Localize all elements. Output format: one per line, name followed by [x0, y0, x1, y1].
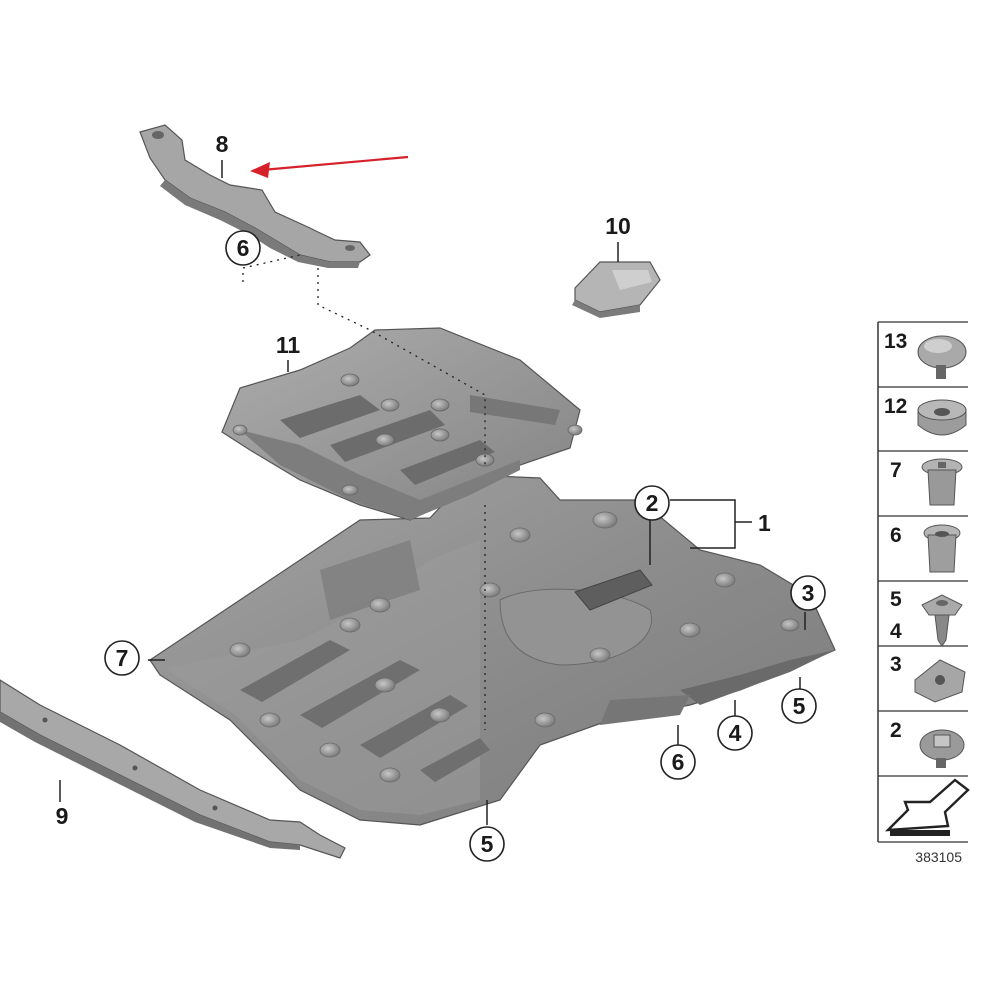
legend-item-4: 4	[890, 620, 902, 643]
callout-6b: 6	[672, 749, 685, 775]
grommet-12-icon	[917, 399, 967, 436]
assembly-lines	[242, 254, 486, 730]
expansion-rivet-7-icon	[921, 458, 963, 506]
callout-7: 7	[116, 645, 129, 671]
callout-6b-circle	[660, 744, 696, 780]
callout-1: 1	[758, 510, 771, 536]
callout-3: 3	[802, 580, 815, 606]
bracket-part	[139, 124, 371, 268]
callout-10: 10	[605, 213, 631, 239]
callout-3-circle	[790, 575, 826, 611]
legend-item-13: 13	[884, 330, 907, 353]
legend-item-5: 5	[890, 588, 902, 611]
callout-2-circle	[634, 485, 670, 521]
callout-7-circle	[104, 640, 140, 676]
callout-9: 9	[56, 803, 69, 829]
legend-item-7: 7	[890, 459, 902, 482]
direction-arrow-icon	[884, 778, 970, 836]
legend-item-3: 3	[890, 653, 902, 676]
callout-5a: 5	[793, 693, 806, 719]
callouts: 1 2 3 4 5 5 6 6 7 8 9 10 11	[56, 131, 826, 862]
callout-4: 4	[729, 720, 742, 746]
quarter-turn-fastener-2-icon	[919, 729, 965, 768]
legend-item-6: 6	[890, 524, 902, 547]
callout-4-circle	[717, 715, 753, 751]
callout-11: 11	[276, 332, 301, 358]
callout-8: 8	[216, 131, 229, 157]
callout-5a-circle	[781, 688, 817, 724]
sleeve-nut-6-icon	[923, 524, 961, 573]
underbody-shield-part	[149, 474, 836, 826]
leader-lines	[59, 160, 806, 825]
upper-shield-part	[221, 327, 583, 521]
legend-item-2: 2	[890, 719, 902, 742]
clip-nut-5-4-icon	[921, 594, 963, 647]
cover-part	[572, 261, 661, 318]
strip-part	[0, 679, 346, 859]
fastener-legend: 13 12 7 6 5 4	[877, 321, 970, 865]
callout-5b: 5	[481, 831, 494, 857]
spring-nut-3-icon	[914, 659, 966, 703]
legend-item-12: 12	[884, 395, 907, 418]
callout-6a-circle	[225, 230, 261, 266]
callout-5b-circle	[469, 826, 505, 862]
push-rivet-13-icon	[917, 335, 967, 379]
red-arrow-icon	[250, 155, 409, 178]
callout-2: 2	[646, 490, 659, 516]
reference-number: 383105	[915, 849, 962, 865]
callout-6a: 6	[237, 235, 250, 261]
